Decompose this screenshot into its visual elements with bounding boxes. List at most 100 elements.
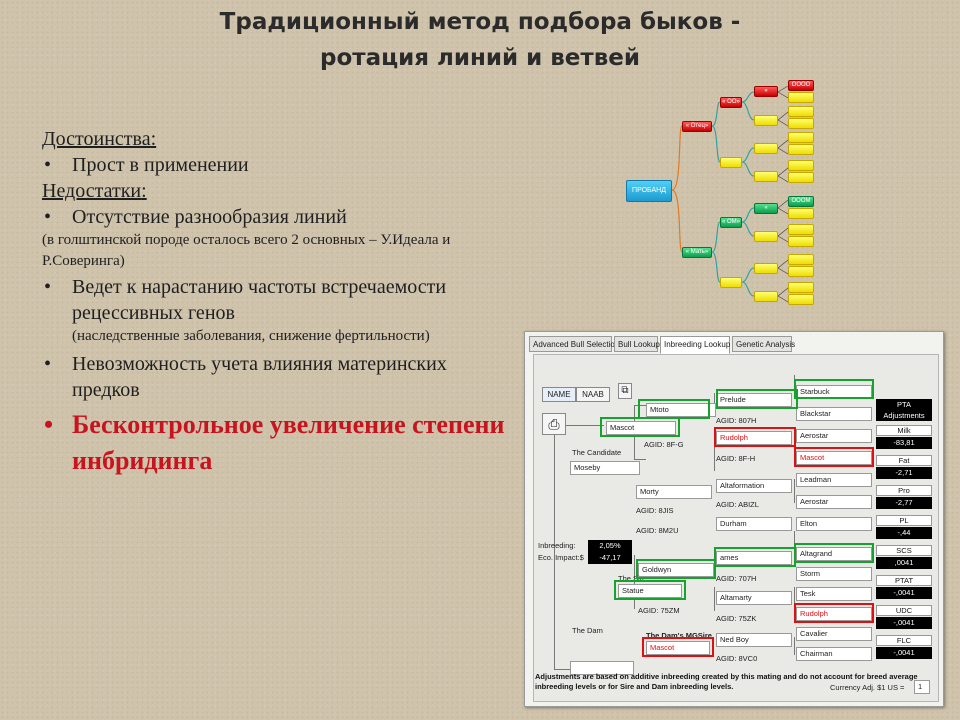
pedigree-storm[interactable]: Storm — [796, 567, 872, 581]
tree-node-yellow — [754, 263, 778, 274]
pedigree-connector — [714, 447, 715, 471]
agid-8vc0: AGID: 8VC0 — [716, 654, 758, 663]
ooo-label: « ООО» — [764, 88, 768, 94]
advantages-colon: : — [150, 128, 157, 150]
candidate-label: The Candidate — [572, 448, 622, 457]
tree-node-mother: « Мать» — [682, 247, 712, 258]
pedigree-goldwyn[interactable]: Goldwyn — [638, 563, 714, 577]
tree-node-yellow — [720, 277, 742, 288]
pta-value: -,0041 — [876, 587, 932, 599]
tab-genetic-analysis[interactable]: Genetic Analysis — [732, 336, 795, 352]
advantages-header: Достоинства: — [42, 126, 512, 152]
tree-leaf — [788, 132, 814, 143]
disadvantages-header: Недостатки: — [42, 178, 512, 204]
pedigree-durham[interactable]: Durham — [716, 517, 792, 531]
name-search-button[interactable]: NAME — [542, 387, 576, 402]
tab-inbreeding-lookup[interactable]: Inbreeding Lookup — [660, 336, 730, 354]
tree-leaf — [788, 294, 814, 305]
mother-label: « Мать» — [685, 249, 709, 255]
candidate-sire-field[interactable]: Mtoto — [646, 403, 716, 417]
dams-mgsire-mascot[interactable]: Mascot — [646, 641, 710, 655]
pedigree-connector — [714, 587, 715, 611]
disadvantage-item-1: Отсутствие разнообразия линий — [42, 204, 512, 230]
pedigree-starbuck[interactable]: Starbuck — [796, 385, 872, 399]
naab-search-button[interactable]: NAAB — [576, 387, 610, 402]
pta-label: FLC — [876, 635, 932, 646]
pedigree-ned-boy[interactable]: Ned Boy — [716, 633, 792, 647]
pedigree-rudolph-2[interactable]: Rudolph — [796, 607, 872, 621]
tab-bull-lookup[interactable]: Bull Lookup — [614, 336, 660, 352]
pedigree-james[interactable]: ames — [716, 551, 792, 565]
tab-advanced-bull-selection[interactable]: Advanced Bull Selection — [529, 336, 619, 352]
pedigree-prelude[interactable]: Prelude — [716, 393, 792, 407]
eco-impact-value: -47,17 — [588, 552, 632, 564]
dams-mgsire-label: The Dam's MGSire — [646, 631, 712, 640]
pedigree-elton[interactable]: Elton — [796, 517, 872, 531]
pta-label: Milk — [876, 425, 932, 436]
tree-leaf — [788, 236, 814, 247]
pedigree-rudolph[interactable]: Rudolph — [716, 431, 792, 445]
dam-field[interactable] — [570, 661, 634, 675]
tree-connectors — [671, 85, 789, 303]
agid-807h: AGID: 807H — [716, 416, 757, 425]
pedigree-cavalier[interactable]: Cavalier — [796, 627, 872, 641]
tree-leaf — [788, 208, 814, 219]
tree-leaf — [788, 106, 814, 117]
pta-value: -,44 — [876, 527, 932, 539]
adjustments-footnote: Adjustments are based on additive inbree… — [535, 672, 918, 691]
pedigree-altaformation[interactable]: Altaformation — [716, 479, 792, 493]
pedigree-chairman[interactable]: Chairman — [796, 647, 872, 661]
tree-leaf-oooo: ОООО — [788, 80, 814, 91]
pedigree-altamarty[interactable]: Altamarty — [716, 591, 792, 605]
pedigree-leadman[interactable]: Leadman — [796, 473, 872, 487]
pta-label: Fat — [876, 455, 932, 466]
pedigree-tesk[interactable]: Tesk — [796, 587, 872, 601]
pedigree-connector — [554, 425, 555, 669]
pedigree-rotation-diagram: ПРОБАНД « Отец» « Мать» « ОО» « ОМ» « ОО… — [620, 72, 830, 312]
inbreeding-label: Inbreeding: — [538, 541, 576, 550]
currency-input[interactable]: 1 — [914, 680, 930, 694]
pedigree-connector — [794, 375, 795, 399]
tree-node-om: « ОМ» — [720, 217, 742, 228]
tree-leaf — [788, 224, 814, 235]
pta-value: ,0041 — [876, 557, 932, 569]
pta-value: -2,71 — [876, 467, 932, 479]
title-line-1: Традиционный метод подбора быков - — [219, 9, 741, 35]
pedigree-altagrand[interactable]: Altagrand — [796, 547, 872, 561]
pta-value: -,0041 — [876, 647, 932, 659]
tree-leaf-omom: ОООМ — [788, 196, 814, 207]
title-line-2: ротация линий и ветвей — [319, 45, 641, 71]
pedigree-aerostar-2[interactable]: Aerostar — [796, 495, 872, 509]
agid-abizl: AGID: ABIZL — [716, 500, 759, 509]
pedigree-aerostar[interactable]: Aerostar — [796, 429, 872, 443]
the-dam-label: The Dam — [572, 626, 603, 635]
disadvantages-header-text: Недостатки — [42, 180, 142, 202]
pta-value: -2,77 — [876, 497, 932, 509]
father-label: « Отец» — [685, 123, 709, 129]
advantage-item: Прост в применении — [42, 152, 512, 178]
pedigree-mascot[interactable]: Mascot — [796, 451, 872, 465]
inbreeding-value: 2,05% — [588, 540, 632, 552]
pta-label: Pro — [876, 485, 932, 496]
pta-adjustments-header: PTA Adjustments — [876, 399, 932, 421]
pedigree-morty[interactable]: Morty — [636, 485, 712, 499]
pedigree-connector — [794, 479, 795, 503]
pedigree-connector — [554, 425, 604, 426]
inbreeding-lookup-window: Advanced Bull Selection Bull Lookup Inbr… — [524, 331, 944, 707]
tree-node-yellow — [754, 291, 778, 302]
agid-707h: AGID: 707H — [716, 574, 757, 583]
copy-icon[interactable]: ⧉ — [618, 383, 632, 399]
candidate-field[interactable]: Mascot — [606, 421, 676, 435]
tree-node-yellow — [754, 143, 778, 154]
pedigree-connector — [794, 427, 795, 451]
tree-node-oo: « ОО» — [720, 97, 742, 108]
candidate-dam-field[interactable]: Moseby — [570, 461, 640, 475]
tree-leaf — [788, 266, 814, 277]
pedigree-blackstar[interactable]: Blackstar — [796, 407, 872, 421]
tree-node-yellow — [754, 115, 778, 126]
tree-leaf — [788, 92, 814, 103]
pedigree-connector — [634, 555, 635, 609]
printer-icon[interactable]: ⎙ — [542, 413, 566, 435]
pedigree-connector — [634, 405, 646, 406]
sire-field-statue[interactable]: Statue — [618, 584, 682, 598]
